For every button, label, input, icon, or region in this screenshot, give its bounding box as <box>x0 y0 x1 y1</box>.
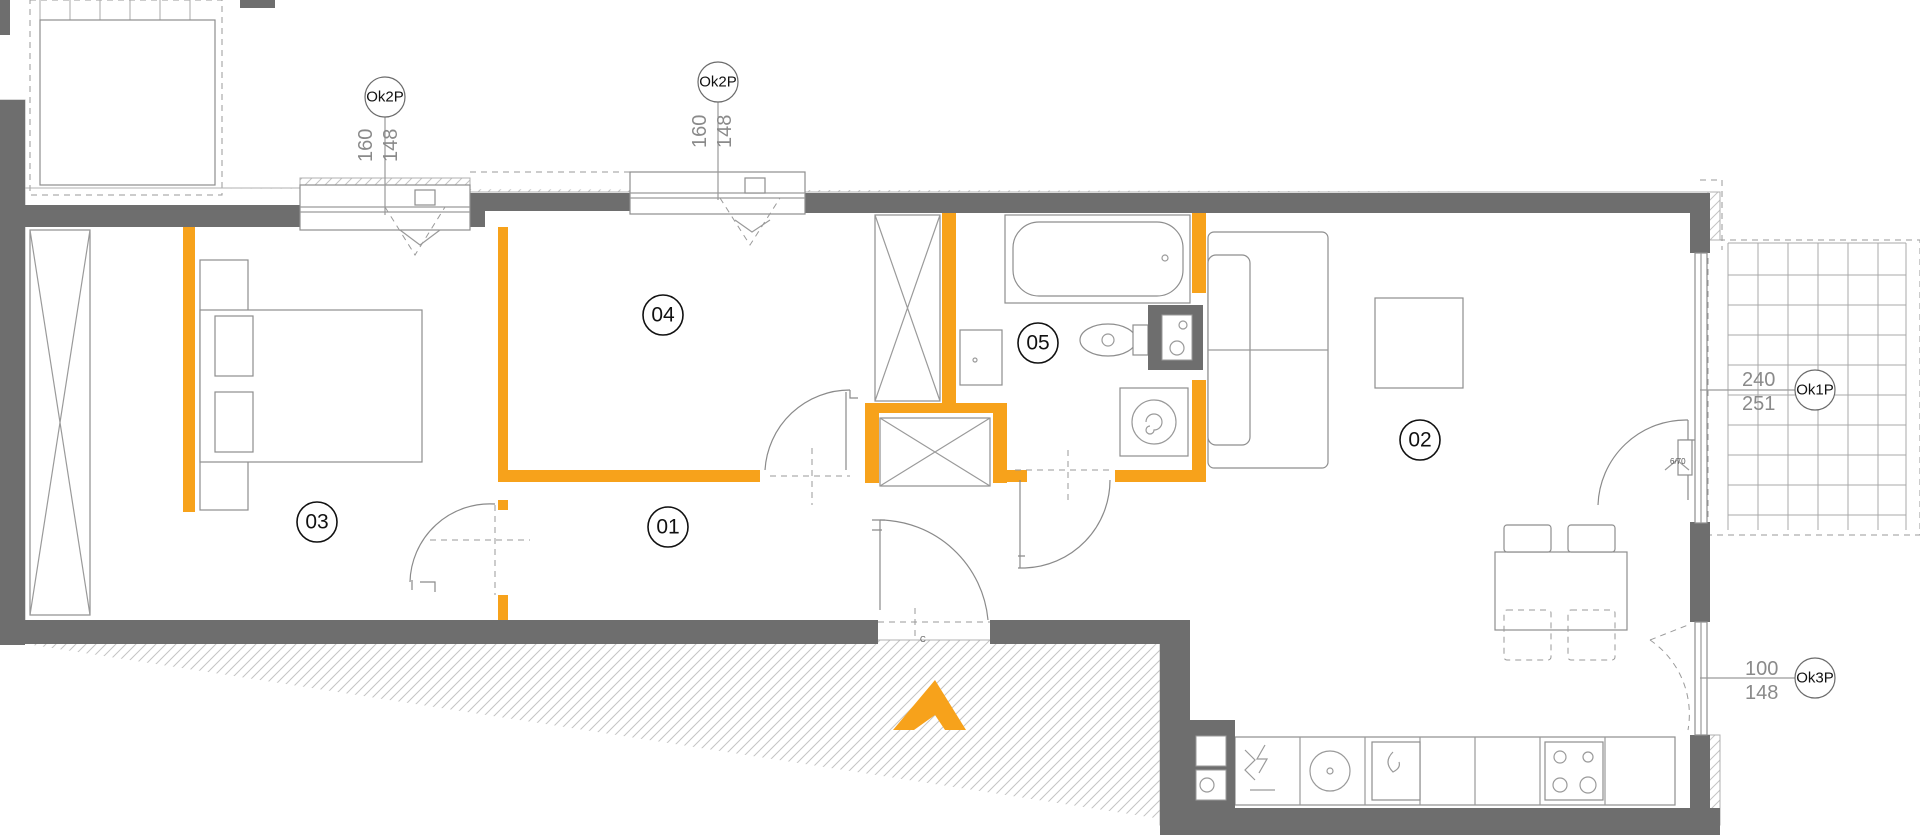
wardrobe-left <box>29 229 91 616</box>
utility-cupboard <box>879 417 991 487</box>
door-bathroom <box>1015 450 1111 569</box>
window-type-label: Ok2P <box>366 89 404 106</box>
sofa-icon <box>1207 231 1329 469</box>
window-frame-right-upper <box>1694 252 1708 524</box>
room-number: 03 <box>305 511 328 534</box>
toilet-icon <box>1079 323 1149 357</box>
ventilation-shaft-bathroom <box>1148 305 1203 370</box>
faucet-icon <box>1371 741 1421 801</box>
bed-icon <box>199 259 423 511</box>
window-height-dimension: 148 <box>714 115 736 148</box>
window-label-top-left: Ok2P 160 148 <box>355 76 406 215</box>
window-height-dimension: 251 <box>1742 393 1775 415</box>
room-label-02: 02 <box>1399 419 1441 461</box>
room-number: 01 <box>656 516 679 539</box>
window-height-dimension: 148 <box>380 129 402 162</box>
balcony-top-left <box>29 0 223 196</box>
window-width-dimension: 100 <box>1745 658 1778 680</box>
svg-text:6/70: 6/70 <box>1670 457 1686 466</box>
exterior-walls <box>0 0 1720 835</box>
window-label-top-middle: Ok2P 160 148 <box>689 61 739 200</box>
room-label-05: 05 <box>1017 322 1059 364</box>
partition-walls <box>183 213 1206 620</box>
kitchen-counter <box>1234 736 1676 806</box>
room-number: 02 <box>1408 429 1431 452</box>
window-label-right-upper: Ok1P 240 251 <box>1700 369 1836 415</box>
cooktop-icon <box>1544 741 1604 801</box>
room-label-01: 01 <box>647 506 689 548</box>
window-width-dimension: 160 <box>689 115 711 148</box>
room-number: 05 <box>1026 332 1049 355</box>
coffee-table <box>1374 297 1464 389</box>
door-entrance: C <box>872 519 990 644</box>
door-bedroom <box>409 503 530 595</box>
window-width-dimension: 240 <box>1742 369 1775 391</box>
window-type-label: Ok1P <box>1796 382 1834 399</box>
washing-machine-icon <box>1119 387 1189 457</box>
window-height-dimension: 148 <box>1745 682 1778 704</box>
ventilation-shaft-kitchen <box>1190 728 1235 808</box>
window-swing-right-lower <box>1649 624 1690 731</box>
bathtub-icon <box>1004 214 1191 304</box>
window-label-right-lower: Ok3P 100 148 <box>1700 657 1836 704</box>
window-type-label: Ok3P <box>1796 670 1834 687</box>
sink-icon <box>959 329 1003 386</box>
room-label-04: 04 <box>642 294 684 336</box>
closet-unit <box>874 214 941 402</box>
svg-text:C: C <box>920 635 926 644</box>
room-label-03: 03 <box>296 501 338 543</box>
room-number: 04 <box>651 304 675 327</box>
window-width-dimension: 160 <box>355 129 377 162</box>
entrance-arrow-icon <box>893 680 966 730</box>
sink-icon <box>1309 750 1351 792</box>
window-frame-top-left <box>299 184 471 256</box>
door-room-04 <box>764 389 858 505</box>
window-type-label: Ok2P <box>699 74 737 91</box>
dining-table-icon <box>1494 524 1628 661</box>
boiler-icon <box>1244 744 1275 791</box>
door-balcony: 6/70 <box>1597 419 1700 506</box>
